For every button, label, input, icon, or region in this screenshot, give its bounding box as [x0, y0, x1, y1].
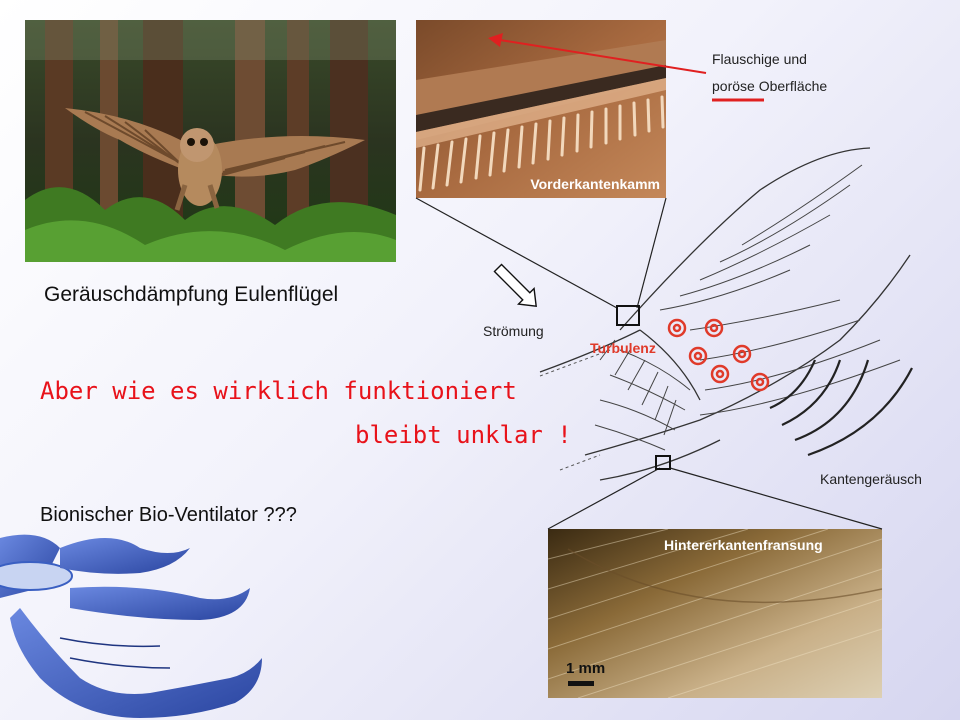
fluffy-surface-label-1: Flauschige und [712, 51, 807, 67]
bionic-fan-illustration [0, 534, 262, 718]
leading-edge-comb-photo: Vorderkantenkamm [416, 20, 666, 198]
trailing-edge-fringe-photo: Hintererkantenfransung 1 mm [548, 529, 882, 698]
fluffy-surface-label-2: poröse Oberfläche [712, 78, 828, 94]
edge-noise-label: Kantengeräusch [820, 471, 922, 487]
scale-bar-label: 1 mm [566, 660, 606, 677]
flow-label: Strömung [483, 323, 544, 339]
conclusion-line-2: bleibt unklar ! [355, 421, 572, 449]
trailing-edge-label: Hintererkantenfransung [664, 537, 823, 553]
turbulence-label: Turbulenz [590, 340, 656, 356]
leading-edge-label: Vorderkantenkamm [530, 176, 660, 192]
bionic-fan-label: Bionischer Bio-Ventilator ??? [40, 504, 297, 526]
owl-photo [25, 20, 396, 262]
page-title: Geräuschdämpfung Eulenflügel [44, 283, 339, 306]
conclusion-line-1: Aber wie es wirklich funktioniert [40, 377, 517, 405]
